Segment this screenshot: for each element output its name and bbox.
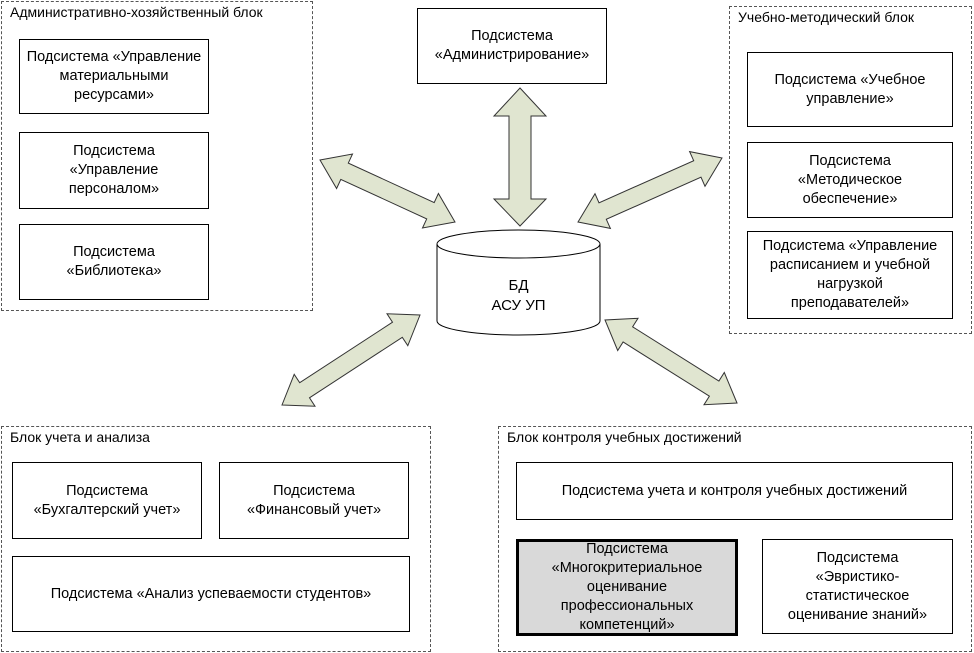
multicriteria-assessment-box: Подсистема «Многокритериальное оценивани… bbox=[516, 539, 738, 636]
achievement-tracking-box: Подсистема учета и контроля учебных дост… bbox=[516, 462, 953, 520]
achievements-control-block: Блок контроля учебных достижений bbox=[498, 426, 972, 652]
schedule-workload-box: Подсистема «Управление расписанием и уче… bbox=[747, 231, 953, 319]
personnel-box: Подсистема «Управление персоналом» bbox=[19, 132, 209, 209]
methodological-block: Учебно-методический блок bbox=[729, 6, 972, 334]
arrow-top-db bbox=[492, 87, 548, 227]
arrow-method-db bbox=[577, 150, 723, 230]
academic-management-box: Подсистема «Учебное управление» bbox=[747, 52, 953, 127]
arrow-accounting-db bbox=[281, 313, 421, 407]
financial-accounting-box: Подсистема «Финансовый учет» bbox=[219, 462, 409, 539]
accounting-block-title: Блок учета и анализа bbox=[10, 429, 150, 445]
bookkeeping-box: Подсистема «Бухгалтерский учет» bbox=[12, 462, 202, 539]
methodological-support-box: Подсистема «Методическое обеспечение» bbox=[747, 142, 953, 218]
control-block-title: Блок контроля учебных достижений bbox=[507, 429, 742, 445]
database-cylinder bbox=[436, 229, 601, 336]
admin-economic-block: Административно-хозяйственный блок bbox=[1, 1, 313, 311]
performance-analysis-box: Подсистема «Анализ успеваемости студенто… bbox=[12, 556, 410, 632]
heuristic-statistical-box: Подсистема «Эвристико- статистическое оц… bbox=[762, 539, 953, 634]
database-label: БД АСУ УП bbox=[491, 277, 546, 314]
arrow-control-db bbox=[604, 317, 738, 406]
admin-subsystem-box: Подсистема «Администрирование» bbox=[417, 8, 607, 84]
arrow-admin-db bbox=[319, 153, 456, 229]
library-box: Подсистема «Библиотека» bbox=[19, 224, 209, 300]
material-resources-box: Подсистема «Управление материальными рес… bbox=[19, 39, 209, 114]
admin-block-title: Административно-хозяйственный блок bbox=[10, 4, 263, 20]
accounting-analysis-block: Блок учета и анализа bbox=[1, 426, 431, 652]
method-block-title: Учебно-методический блок bbox=[738, 9, 915, 25]
